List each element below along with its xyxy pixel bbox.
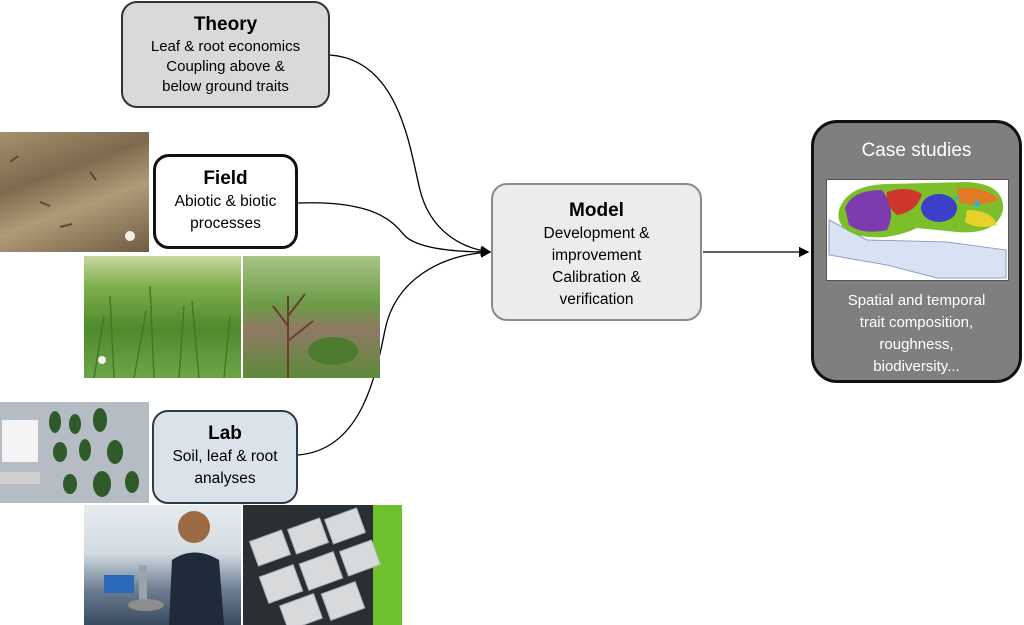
field-box: Field Abiotic & biotic processes [153, 154, 298, 249]
arrow-lab-to-model [297, 247, 492, 456]
plant-field-photo [243, 256, 380, 378]
case-line-1: Spatial and temporal [847, 292, 986, 309]
model-title: Model [569, 200, 624, 221]
trait-map-image [826, 179, 1009, 281]
arrow-theory-to-model [329, 54, 492, 256]
theory-box: Theory Leaf & root economics Coupling ab… [121, 1, 330, 108]
case-line-2: trait composition, [859, 314, 974, 331]
lab-worker-photo [84, 505, 241, 625]
case-line-4: biodiversity... [873, 358, 960, 375]
model-line-1: Development & [543, 225, 650, 242]
leaf-samples-photo [0, 402, 149, 503]
arrow-field-to-model [297, 202, 492, 258]
lab-line-2: analyses [194, 470, 256, 487]
grass-field-photo [84, 256, 241, 378]
case-studies-box: Case studies Spatial and temporal trait … [811, 120, 1022, 383]
model-line-2: improvement [551, 247, 642, 264]
theory-line-3: below ground traits [162, 78, 289, 95]
model-line-4: verification [559, 291, 634, 308]
case-line-3: roughness, [879, 336, 954, 353]
lab-box: Lab Soil, leaf & root analyses [152, 410, 298, 504]
lab-line-1: Soil, leaf & root [172, 448, 278, 465]
field-line-2: processes [190, 215, 261, 232]
field-line-1: Abiotic & biotic [174, 193, 277, 210]
model-box: Model Development & improvement Calibrat… [491, 183, 702, 321]
theory-title: Theory [193, 14, 258, 35]
field-title: Field [203, 168, 248, 189]
case-studies-title: Case studies [861, 140, 972, 161]
model-line-3: Calibration & [552, 269, 641, 286]
theory-line-1: Leaf & root economics [150, 38, 301, 55]
soil-field-photo [0, 132, 149, 252]
theory-line-2: Coupling above & [166, 58, 285, 75]
case-studies-description: Spatial and temporal trait composition, … [814, 290, 1019, 378]
sample-trays-photo [243, 505, 402, 625]
lab-title: Lab [208, 423, 242, 444]
